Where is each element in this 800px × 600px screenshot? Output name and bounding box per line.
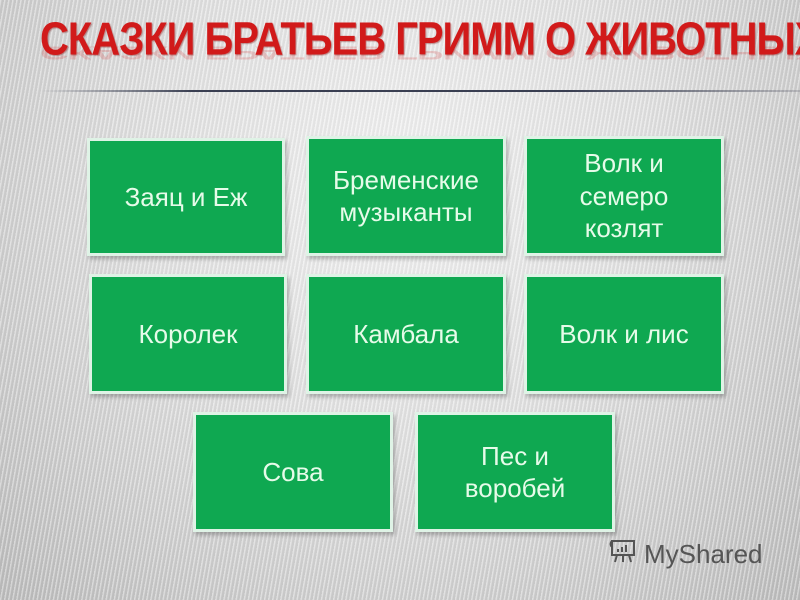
tile-bremenskie-muzykanty: Бременские музыканты (306, 136, 506, 256)
title-divider (40, 90, 800, 92)
tile-sova: Сова (193, 412, 393, 532)
tile-pes-i-vorobey: Пес и воробей (415, 412, 615, 532)
myshared-watermark: MyShared (608, 536, 763, 573)
tile-korolek: Королек (89, 274, 287, 394)
slide-title: СКАЗКИ БРАТЬЕВ ГРИММ О ЖИВОТНЫХ: (40, 14, 800, 65)
tile-zayats-i-ezh: Заяц и Еж (87, 138, 285, 256)
tile-volk-i-semero-kozlyat: Волк и семеро козлят (524, 136, 724, 256)
tile-volk-i-lis: Волк и лис (524, 274, 724, 394)
presentation-board-icon (608, 536, 638, 573)
watermark-text: MyShared (644, 539, 763, 569)
tile-kambala: Камбала (306, 274, 506, 394)
